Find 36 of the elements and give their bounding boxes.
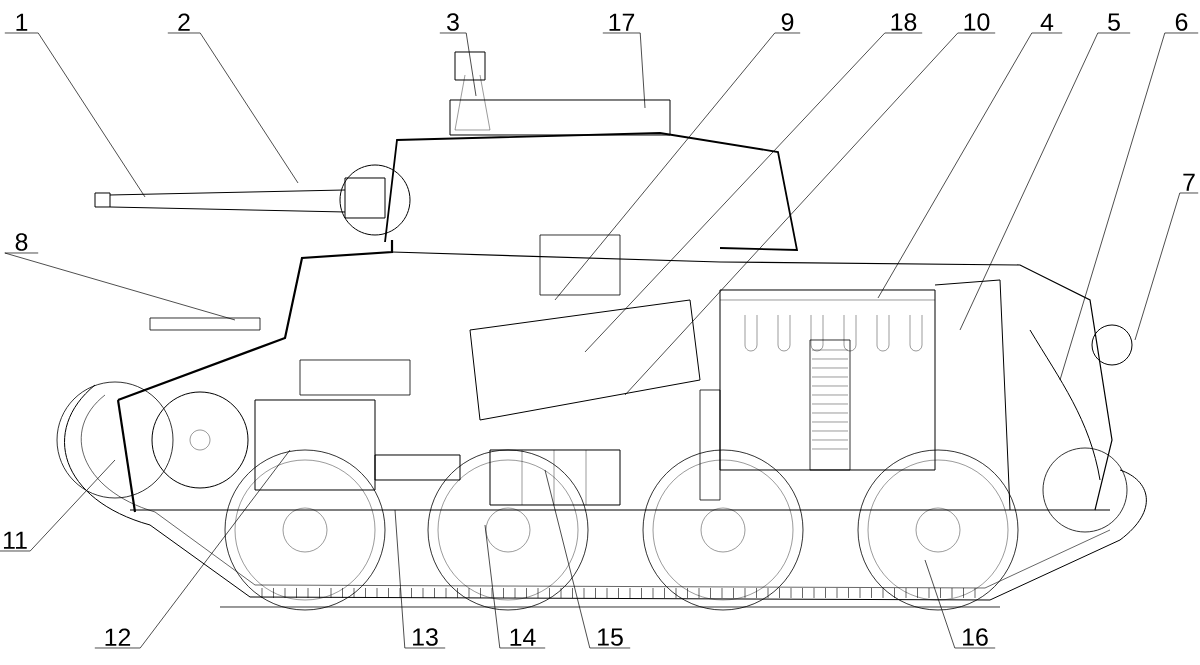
callout-number: 13	[413, 628, 438, 646]
callout-number: 4	[1040, 13, 1054, 31]
callout-number: 6	[1175, 13, 1188, 31]
leader-line	[4, 252, 236, 321]
leader-line	[584, 32, 923, 353]
callout-number: 16	[963, 628, 988, 646]
leader-line	[1059, 32, 1199, 381]
leader-line	[877, 32, 1063, 299]
callout-number: 5	[1108, 13, 1120, 31]
callout-number: 10	[964, 13, 990, 31]
leader-line	[1134, 192, 1199, 341]
leader-line	[0, 459, 116, 552]
callout-number: 11	[3, 531, 27, 549]
callout-number: 14	[510, 628, 536, 646]
leader-line	[4, 32, 146, 198]
leader-line	[394, 509, 446, 649]
callout-number: 9	[781, 13, 794, 31]
leader-line	[544, 469, 631, 649]
leader-line	[94, 449, 291, 649]
callout-number: 17	[609, 13, 635, 31]
leader-line	[924, 559, 996, 649]
leader-line	[959, 32, 1131, 331]
callout-number: 2	[178, 13, 190, 31]
leader-line	[167, 32, 299, 184]
callout-number: 7	[1183, 173, 1195, 191]
leader-line	[439, 32, 477, 97]
callout-number: 15	[598, 628, 623, 646]
callout-number: 8	[15, 233, 28, 251]
callout-number: 18	[891, 13, 917, 31]
callout-number: 1	[16, 13, 28, 31]
leader-line	[554, 32, 801, 301]
callout-number: 12	[105, 628, 131, 646]
leader-line	[624, 32, 996, 396]
callout-number: 3	[447, 13, 459, 31]
leader-line	[484, 524, 546, 649]
leader-line	[602, 32, 646, 109]
